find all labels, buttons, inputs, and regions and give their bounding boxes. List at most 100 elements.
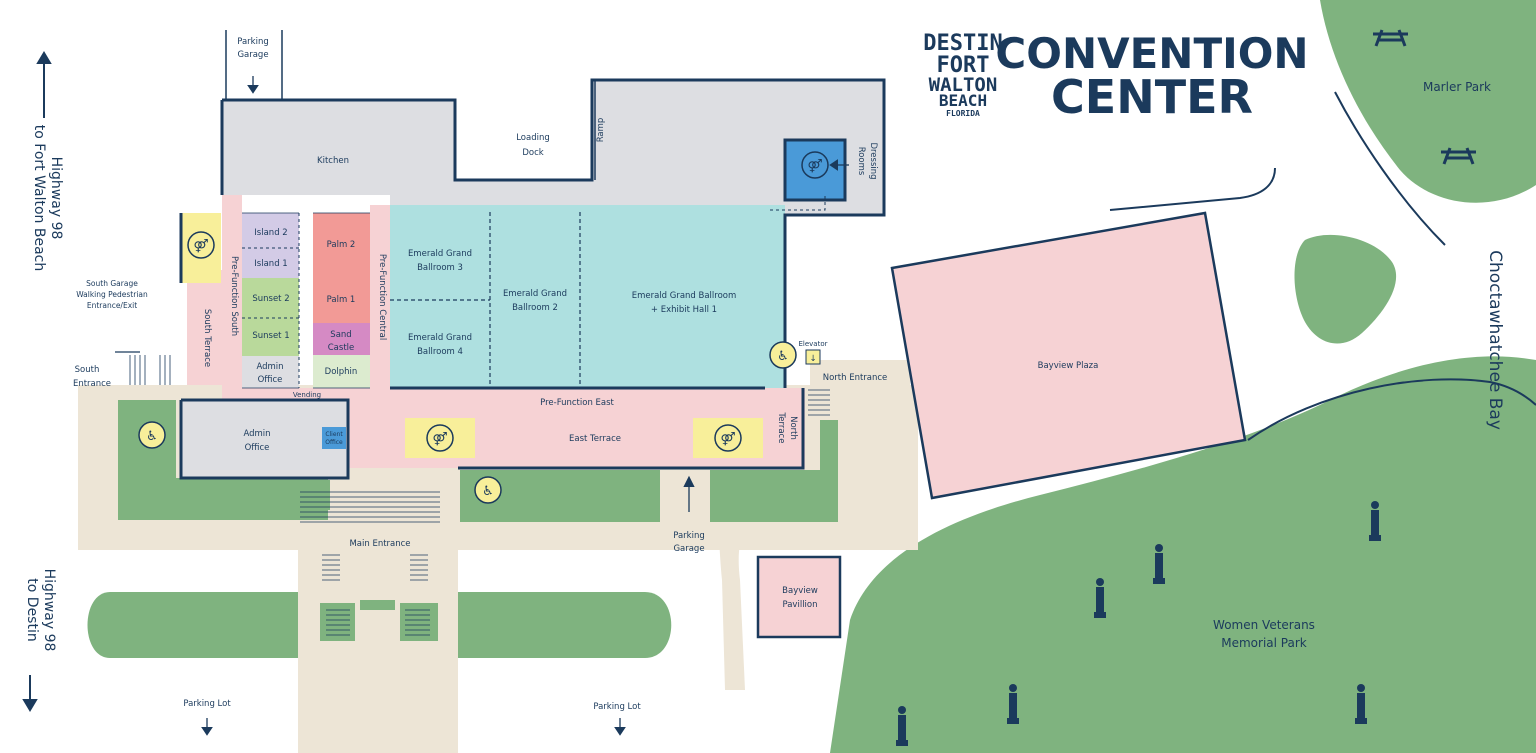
road-label-south: Highway 98 — [41, 569, 57, 652]
admin-office-small-label-2: Office — [258, 375, 283, 385]
vending-label: Vending — [293, 391, 321, 399]
emerald-2-label-2: Ballroom 2 — [512, 303, 558, 313]
island-2-label: Island 2 — [254, 228, 287, 238]
emerald-1-label-1: Emerald Grand Ballroom — [632, 291, 737, 301]
statue-icon — [1369, 501, 1381, 541]
svg-text:⚤: ⚤ — [193, 239, 208, 254]
north-terrace-label-2: Terrace — [776, 412, 786, 444]
median-left — [87, 592, 298, 658]
kitchen[interactable] — [222, 80, 884, 215]
bay-label: Choctawhatchee Bay — [1485, 250, 1505, 430]
sand-castle-label-1: Sand — [330, 330, 351, 340]
bayview-pavilion-label-1: Bayview — [782, 586, 818, 596]
parking-lot-right: Parking Lot — [593, 702, 641, 712]
ramp-label: Ramp — [596, 118, 606, 143]
client-office-label-1: Client — [325, 431, 343, 438]
logo-center: CENTER — [1051, 70, 1253, 124]
sand-castle-label-2: Castle — [328, 343, 355, 353]
bayview-pavilion-label-2: Pavillion — [782, 600, 817, 610]
island-2[interactable] — [242, 213, 299, 248]
svg-text:♿: ♿ — [777, 349, 789, 364]
bayview-plaza[interactable] — [890, 211, 1247, 500]
south-terrace[interactable] — [187, 270, 222, 385]
loading-dock-label-2: Dock — [522, 148, 543, 158]
admin-office-label-2: Office — [245, 443, 270, 453]
admin-office[interactable] — [181, 400, 348, 478]
south-garage-label-3: Entrance/Exit — [87, 301, 137, 310]
pond — [1294, 234, 1397, 344]
north-terrace[interactable] — [765, 388, 805, 468]
restroom-icon: ⚤ — [801, 151, 829, 179]
palm-2-label: Palm 2 — [327, 240, 356, 250]
statue-icon — [896, 706, 908, 746]
dolphin-label: Dolphin — [325, 367, 358, 377]
emerald-grand-ballroom-4[interactable] — [390, 300, 490, 388]
south-garage-label-2: Walking Pedestrian — [76, 290, 148, 299]
logo-convention: CONVENTION — [995, 29, 1308, 78]
emerald-grand-ballroom-3[interactable] — [390, 205, 490, 300]
emerald-1-label-2: + Exhibit Hall 1 — [651, 305, 717, 315]
palm-2[interactable] — [313, 213, 370, 268]
logo-destin: DESTIN — [923, 31, 1002, 56]
svg-text:♿: ♿ — [146, 429, 158, 444]
emerald-grand-ballroom-2[interactable] — [490, 205, 580, 388]
veterans-park-label-1: Women Veterans — [1213, 618, 1315, 632]
pre-function-south[interactable] — [222, 195, 242, 400]
sunset-2-label: Sunset 2 — [252, 294, 289, 304]
south-garage-label-1: South Garage — [86, 279, 138, 288]
emerald-4-label-2: Ballroom 4 — [417, 347, 463, 357]
wheelchair-accessible-icon: ♿ — [474, 476, 502, 504]
marler-park[interactable] — [1320, 0, 1536, 203]
south-terrace-label: South Terrace — [202, 309, 212, 367]
emerald-3-label-2: Ballroom 3 — [417, 263, 463, 273]
kitchen-label: Kitchen — [317, 156, 349, 166]
wheelchair-accessible-icon: ♿ — [769, 341, 797, 369]
arrow-icon — [22, 51, 849, 736]
parking-lot-left: Parking Lot — [183, 699, 231, 709]
veterans-park-label-2: Memorial Park — [1221, 636, 1307, 650]
stairs-main — [129, 355, 830, 636]
restroom-icon: ⚤ — [714, 424, 742, 452]
client-office-label-2: Office — [325, 439, 343, 446]
sunset-1[interactable] — [242, 318, 299, 356]
bayview-plaza-label: Bayview Plaza — [1038, 361, 1099, 371]
road-label-north: Highway 98 — [48, 157, 64, 240]
pre-function-central-label: Pre-Function Central — [377, 254, 387, 340]
logo-florida: FLORIDA — [946, 109, 980, 118]
parking-garage-top-2: Garage — [237, 50, 268, 60]
bayview-pavilion[interactable] — [756, 555, 842, 639]
picnic-table-icon — [1373, 29, 1408, 47]
emerald-grand-ballroom-1[interactable] — [580, 205, 785, 388]
logo-walton: WALTON — [929, 74, 998, 96]
palm-1[interactable] — [313, 268, 370, 323]
island-1-label: Island 1 — [254, 259, 287, 269]
sunset-2[interactable] — [242, 278, 299, 318]
island-1[interactable] — [242, 248, 299, 278]
main-entrance-label: Main Entrance — [349, 539, 410, 549]
client-office[interactable] — [322, 427, 346, 449]
north-terrace-label-1: North — [788, 416, 798, 440]
statue-icon — [1007, 684, 1019, 724]
road-label-south-dest: to Destin — [24, 578, 40, 641]
parking-garage-bottom-1: Parking — [673, 531, 705, 541]
women-veterans-memorial-park[interactable] — [830, 356, 1536, 753]
restroom-icon: ⚤ — [426, 424, 454, 452]
logo-beach: BEACH — [939, 91, 987, 110]
pre-function-central[interactable] — [370, 205, 390, 388]
dolphin[interactable] — [313, 355, 370, 388]
parking-garage-top-1: Parking — [237, 37, 269, 47]
emerald-3-label-1: Emerald Grand — [408, 249, 472, 259]
admin-office-small-label-1: Admin — [256, 362, 283, 372]
statue-icon — [1094, 578, 1106, 618]
pre-function-south-label: Pre-Function South — [229, 256, 239, 336]
admin-office-small[interactable] — [242, 356, 299, 388]
elevator-label: Elevator — [798, 340, 827, 348]
svg-text:♿: ♿ — [482, 484, 494, 499]
pre-function-east-label: Pre-Function East — [540, 398, 614, 408]
palm-1-label: Palm 1 — [327, 295, 356, 305]
sand-castle[interactable] — [313, 323, 370, 355]
restroom-icon: ⚤ — [187, 231, 215, 259]
loading-dock-label-1: Loading — [516, 133, 550, 143]
